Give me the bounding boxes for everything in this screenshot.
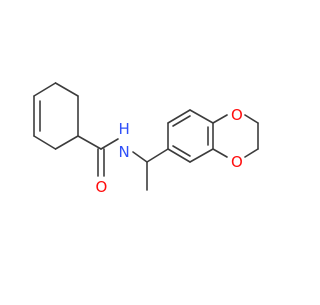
background [0,0,300,300]
bond [33,82,57,97]
ring-oxygen-bottom-label: O [231,153,243,171]
carbonyl-oxygen-label: O [96,178,108,196]
benzene-ring [167,109,214,163]
hydrogen-atom-label: H [119,120,130,138]
bond [54,82,79,97]
bond [33,135,57,150]
bond [132,151,148,163]
cyclohexene-ring [33,82,79,150]
double-bond-inner [172,145,191,157]
molecule-structure: N H O O O [0,0,300,300]
bond [212,114,228,124]
bond [146,148,169,163]
bond [244,148,259,158]
bond [212,148,228,158]
bond [189,148,214,163]
bond [100,138,119,150]
nitrogen-atom-label: N [119,143,130,161]
bond [244,114,259,124]
bond [77,135,102,150]
bond [167,148,191,163]
bond [54,135,79,150]
bond [167,109,191,124]
bond [189,109,214,124]
molecule-canvas: N H O O O [0,0,300,300]
double-bond-inner [172,115,191,127]
dioxane-ring [212,114,259,158]
amide-linker [77,135,169,191]
ring-oxygen-top-label: O [231,106,243,124]
